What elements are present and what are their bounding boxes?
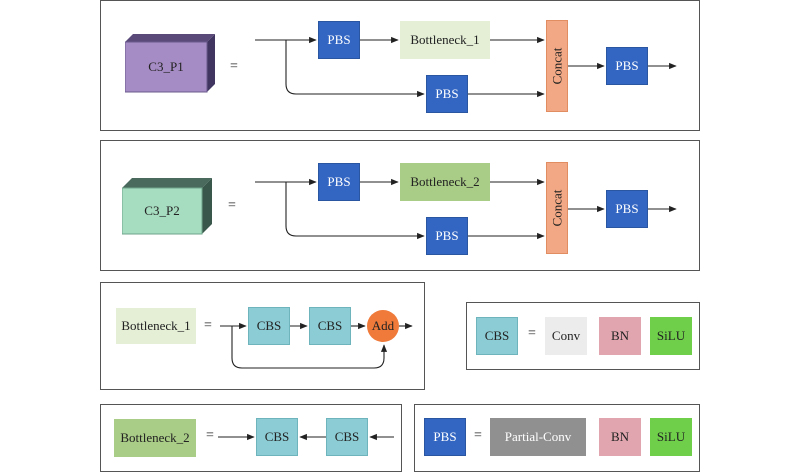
c3p2-bottleneck: Bottleneck_2 — [400, 163, 490, 201]
pbs-def-bn: BN — [599, 418, 641, 456]
bottleneck2-cbs-b: CBS — [326, 418, 368, 456]
c3p2-pbs-bottom: PBS — [426, 217, 468, 255]
bottleneck1-cbs-b: CBS — [309, 307, 351, 345]
pbs-def-label: PBS — [424, 418, 466, 456]
pbs-def-silu: SiLU — [650, 418, 692, 456]
c3p1-pbs-out: PBS — [606, 47, 648, 85]
c3p2-cube — [122, 178, 212, 235]
cbs-def-label: CBS — [476, 317, 518, 355]
c3p1-pbs-bottom: PBS — [426, 75, 468, 113]
bottleneck1-add: Add — [367, 310, 399, 342]
c3p1-bottleneck: Bottleneck_1 — [400, 21, 490, 59]
cbs-def-silu: SiLU — [650, 317, 692, 355]
c3p2-label: C3_P2 — [144, 203, 180, 218]
c3p1-label: C3_P1 — [148, 59, 184, 74]
c3p2-pbs-out: PBS — [606, 190, 648, 228]
cbs-def-bn: BN — [599, 317, 641, 355]
bottleneck1-equals: = — [204, 318, 212, 333]
bottleneck1-cbs-a: CBS — [248, 307, 290, 345]
pbs-def-pconv: Partial-Conv — [490, 418, 586, 456]
bottleneck2-label: Bottleneck_2 — [114, 419, 196, 457]
bottleneck2-equals: = — [206, 428, 214, 443]
c3p1-pbs-top: PBS — [318, 21, 360, 59]
c3p1-concat: Concat — [546, 20, 568, 112]
c3p1-equals: = — [230, 59, 238, 74]
cbs-def-equals: = — [528, 326, 536, 341]
c3p2-concat: Concat — [546, 162, 568, 254]
pbs-def-equals: = — [474, 428, 482, 443]
bottleneck2-cbs-a: CBS — [256, 418, 298, 456]
c3p2-concat-label: Concat — [549, 189, 565, 227]
c3p2-pbs-top: PBS — [318, 163, 360, 201]
c3p1-concat-label: Concat — [549, 47, 565, 85]
c3p1-cube — [125, 34, 215, 93]
c3p2-equals: = — [228, 198, 236, 213]
bottleneck1-label: Bottleneck_1 — [116, 308, 196, 344]
cbs-def-conv: Conv — [545, 317, 587, 355]
